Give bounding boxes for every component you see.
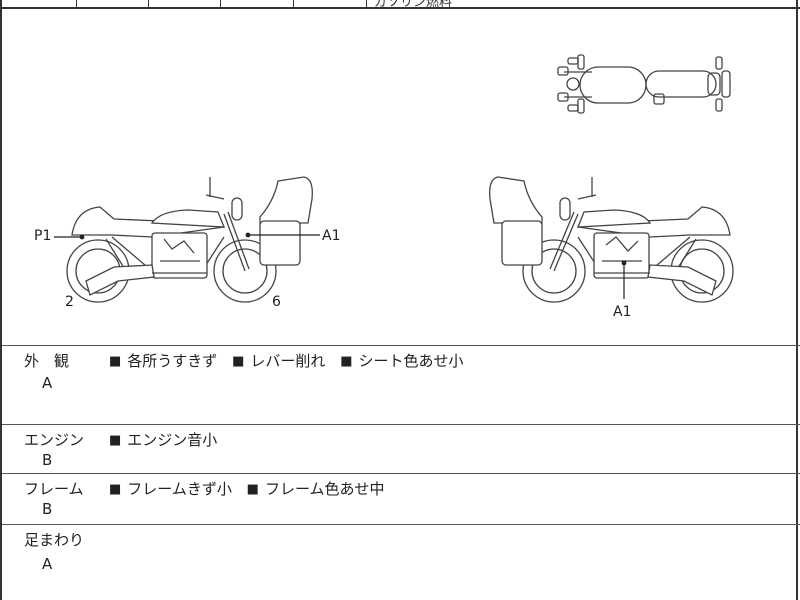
header-cell-5 [293,0,367,9]
header-cell-1 [2,0,77,9]
bullet-icon: ■ [232,354,245,369]
section-title: 外 観 [24,352,70,370]
header-cell-3 [148,0,221,9]
p1-marker-dot [79,234,85,240]
damage-label-p1: P1 [34,228,52,244]
right-view-bike-icon [489,176,734,303]
note-text: シート色あせ小 [358,352,464,370]
header-cell-4 [220,0,294,9]
left-a1-marker-dot [245,232,251,238]
bullet-icon: ■ [109,354,122,369]
note-text: エンジン音小 [127,431,218,449]
section-notes: ■ エンジン音小 [109,429,227,450]
section-exterior: 外 観 A ■ 各所うすきず ■ レバー削れ ■ シート色あせ小 [2,345,800,424]
header-cell-6-text: ガソリン燃料 [374,0,453,10]
damage-label-2: 2 [65,294,74,310]
bullet-icon: ■ [109,433,122,448]
header-cell-2 [76,0,149,9]
damage-label-a1-right: A1 [613,304,632,320]
note-text: フレームきず小 [127,480,232,498]
left-view-bike-icon [66,176,313,303]
damage-diagram: P1 A1 2 6 A1 [2,9,800,346]
section-grade: B [42,451,53,469]
section-grade: A [42,374,53,392]
section-engine: エンジン B ■ エンジン音小 [2,424,800,473]
damage-label-6: 6 [272,294,281,310]
section-grade: B [42,500,53,518]
section-title: フレーム [24,480,84,498]
bullet-icon: ■ [109,482,122,497]
note-text: フレーム色あせ中 [264,480,385,498]
bullet-icon: ■ [246,482,259,497]
section-notes: ■ フレームきず小 ■ フレーム色あせ中 [109,478,395,499]
header-row: ガソリン燃料 [2,0,800,10]
note-text: 各所うすきず [127,352,218,370]
note-text: レバー削れ [250,352,326,370]
top-view-bike-icon [557,54,731,114]
right-a1-marker-dot [621,260,627,266]
section-grade: A [42,555,53,573]
damage-label-a1-left: A1 [322,228,341,244]
section-suspension: 足まわり A [2,524,800,600]
section-title: エンジン [24,431,85,449]
section-frame: フレーム B ■ フレームきず小 ■ フレーム色あせ中 [2,473,800,524]
section-notes: ■ 各所うすきず ■ レバー削れ ■ シート色あせ小 [109,350,474,371]
bullet-icon: ■ [340,354,353,369]
motorcycle-diagram-icon [54,54,734,303]
section-title: 足まわり [24,531,85,549]
